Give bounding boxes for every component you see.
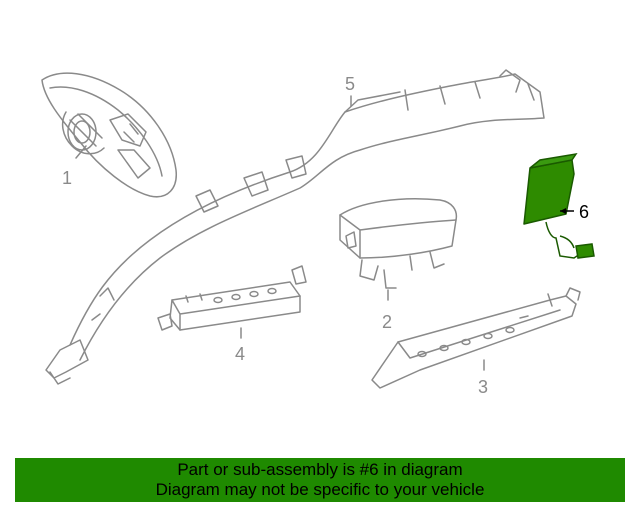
part-2-passenger-airbag	[339, 198, 458, 301]
banner-line-2: Diagram may not be specific to your vehi…	[155, 480, 485, 499]
part-4-knee-airbag	[157, 265, 307, 339]
parts-diagram: 1 2 3 4 5 6	[41, 69, 595, 397]
part-6-side-airbag	[523, 152, 595, 259]
callout-6: 6	[579, 202, 589, 222]
part-3-lower-airbag	[371, 287, 581, 389]
callout-3: 3	[478, 377, 488, 397]
callout-1: 1	[62, 168, 72, 188]
part-5-curtain-airbag	[45, 69, 545, 385]
info-banner: Part or sub-assembly is #6 in diagram Di…	[15, 458, 625, 502]
callout-2: 2	[382, 312, 392, 332]
callout-5: 5	[345, 74, 355, 94]
part-1-steering-airbag	[41, 72, 177, 198]
banner-line-1: Part or sub-assembly is #6 in diagram	[177, 460, 463, 479]
callout-4: 4	[235, 344, 245, 364]
